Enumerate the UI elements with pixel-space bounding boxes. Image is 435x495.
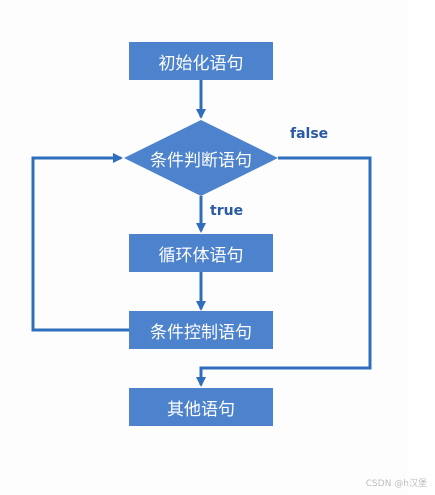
node-condition-label: 条件判断语句 xyxy=(150,150,252,171)
node-other: 其他语句 xyxy=(129,388,273,426)
true-label: true xyxy=(210,203,244,219)
condition-diamond xyxy=(124,120,278,196)
node-condition-control: 条件控制语句 xyxy=(129,311,273,349)
node-init: 初始化语句 xyxy=(129,42,273,80)
false-label: false xyxy=(290,126,329,142)
false-branch-line xyxy=(196,156,372,387)
watermark: CSDN @h汉堡 xyxy=(365,479,427,489)
loop-back-line xyxy=(31,153,129,332)
node-loop-body: 循环体语句 xyxy=(129,234,273,272)
